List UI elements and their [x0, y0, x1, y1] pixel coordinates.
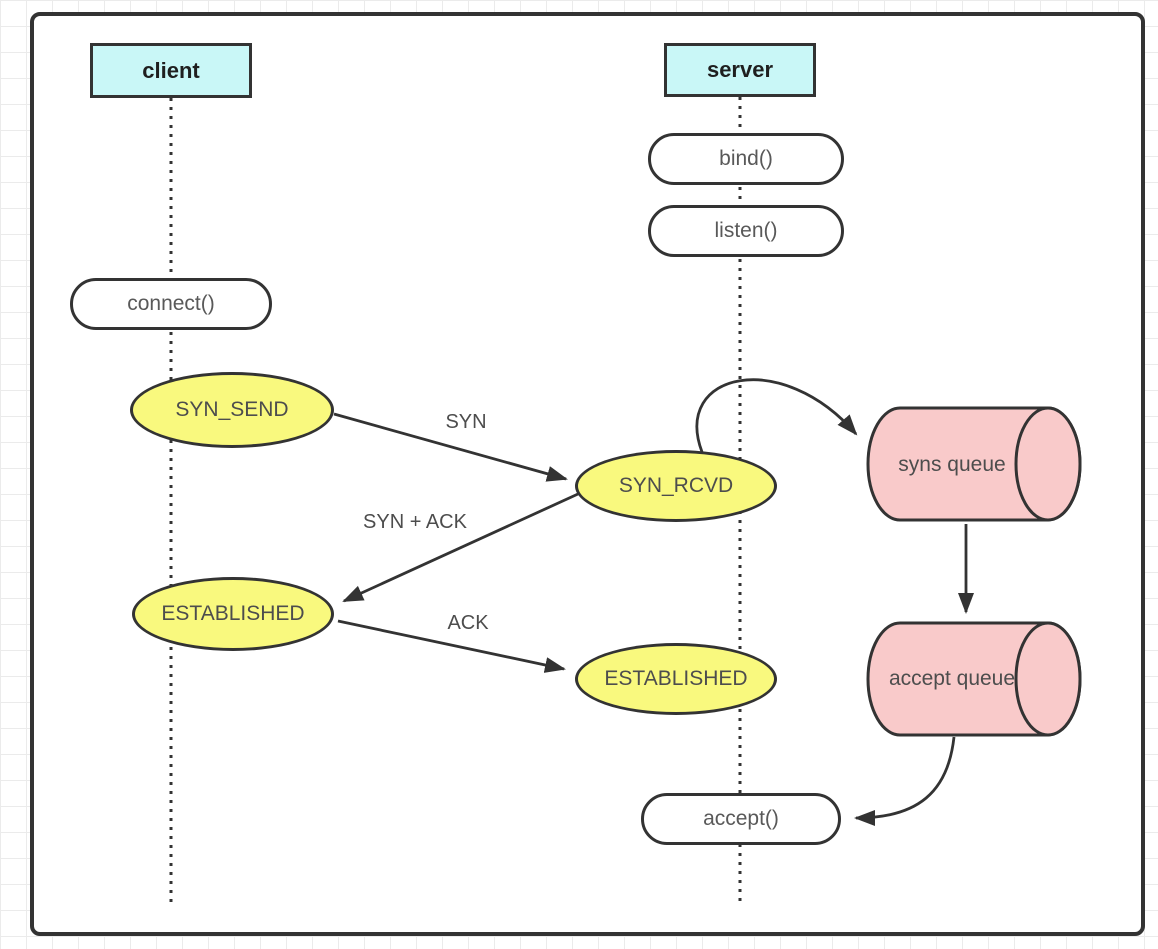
actor-server-label: server — [706, 57, 774, 82]
call-connect-label: connect() — [127, 292, 215, 315]
state-syn-rcvd-label: SYN_RCVD — [618, 474, 734, 497]
state-established-server: ESTABLISHED — [575, 643, 777, 715]
call-bind: bind() — [648, 133, 844, 185]
message-syn-label: SYN — [445, 410, 487, 433]
syns-queue-label: syns queue — [898, 453, 1006, 476]
actor-server: server — [664, 43, 816, 97]
actor-client-label: client — [142, 57, 200, 83]
state-established-client-label: ESTABLISHED — [161, 602, 305, 625]
state-syn-rcvd: SYN_RCVD — [575, 450, 777, 522]
call-accept: accept() — [641, 793, 841, 845]
call-listen-label: listen() — [714, 219, 778, 242]
call-bind-label: bind() — [719, 147, 773, 170]
state-syn-send-label: SYN_SEND — [175, 398, 289, 421]
accept-queue-label: accept queue — [888, 667, 1016, 690]
actor-client: client — [90, 43, 252, 98]
state-syn-send: SYN_SEND — [130, 372, 334, 448]
call-connect: connect() — [70, 278, 272, 330]
message-ack-label: ACK — [447, 611, 489, 634]
call-listen: listen() — [648, 205, 844, 257]
message-syn-ack-label: SYN + ACK — [363, 510, 467, 533]
call-accept-label: accept() — [703, 807, 779, 830]
state-established-client: ESTABLISHED — [132, 577, 334, 651]
state-established-server-label: ESTABLISHED — [604, 667, 748, 690]
